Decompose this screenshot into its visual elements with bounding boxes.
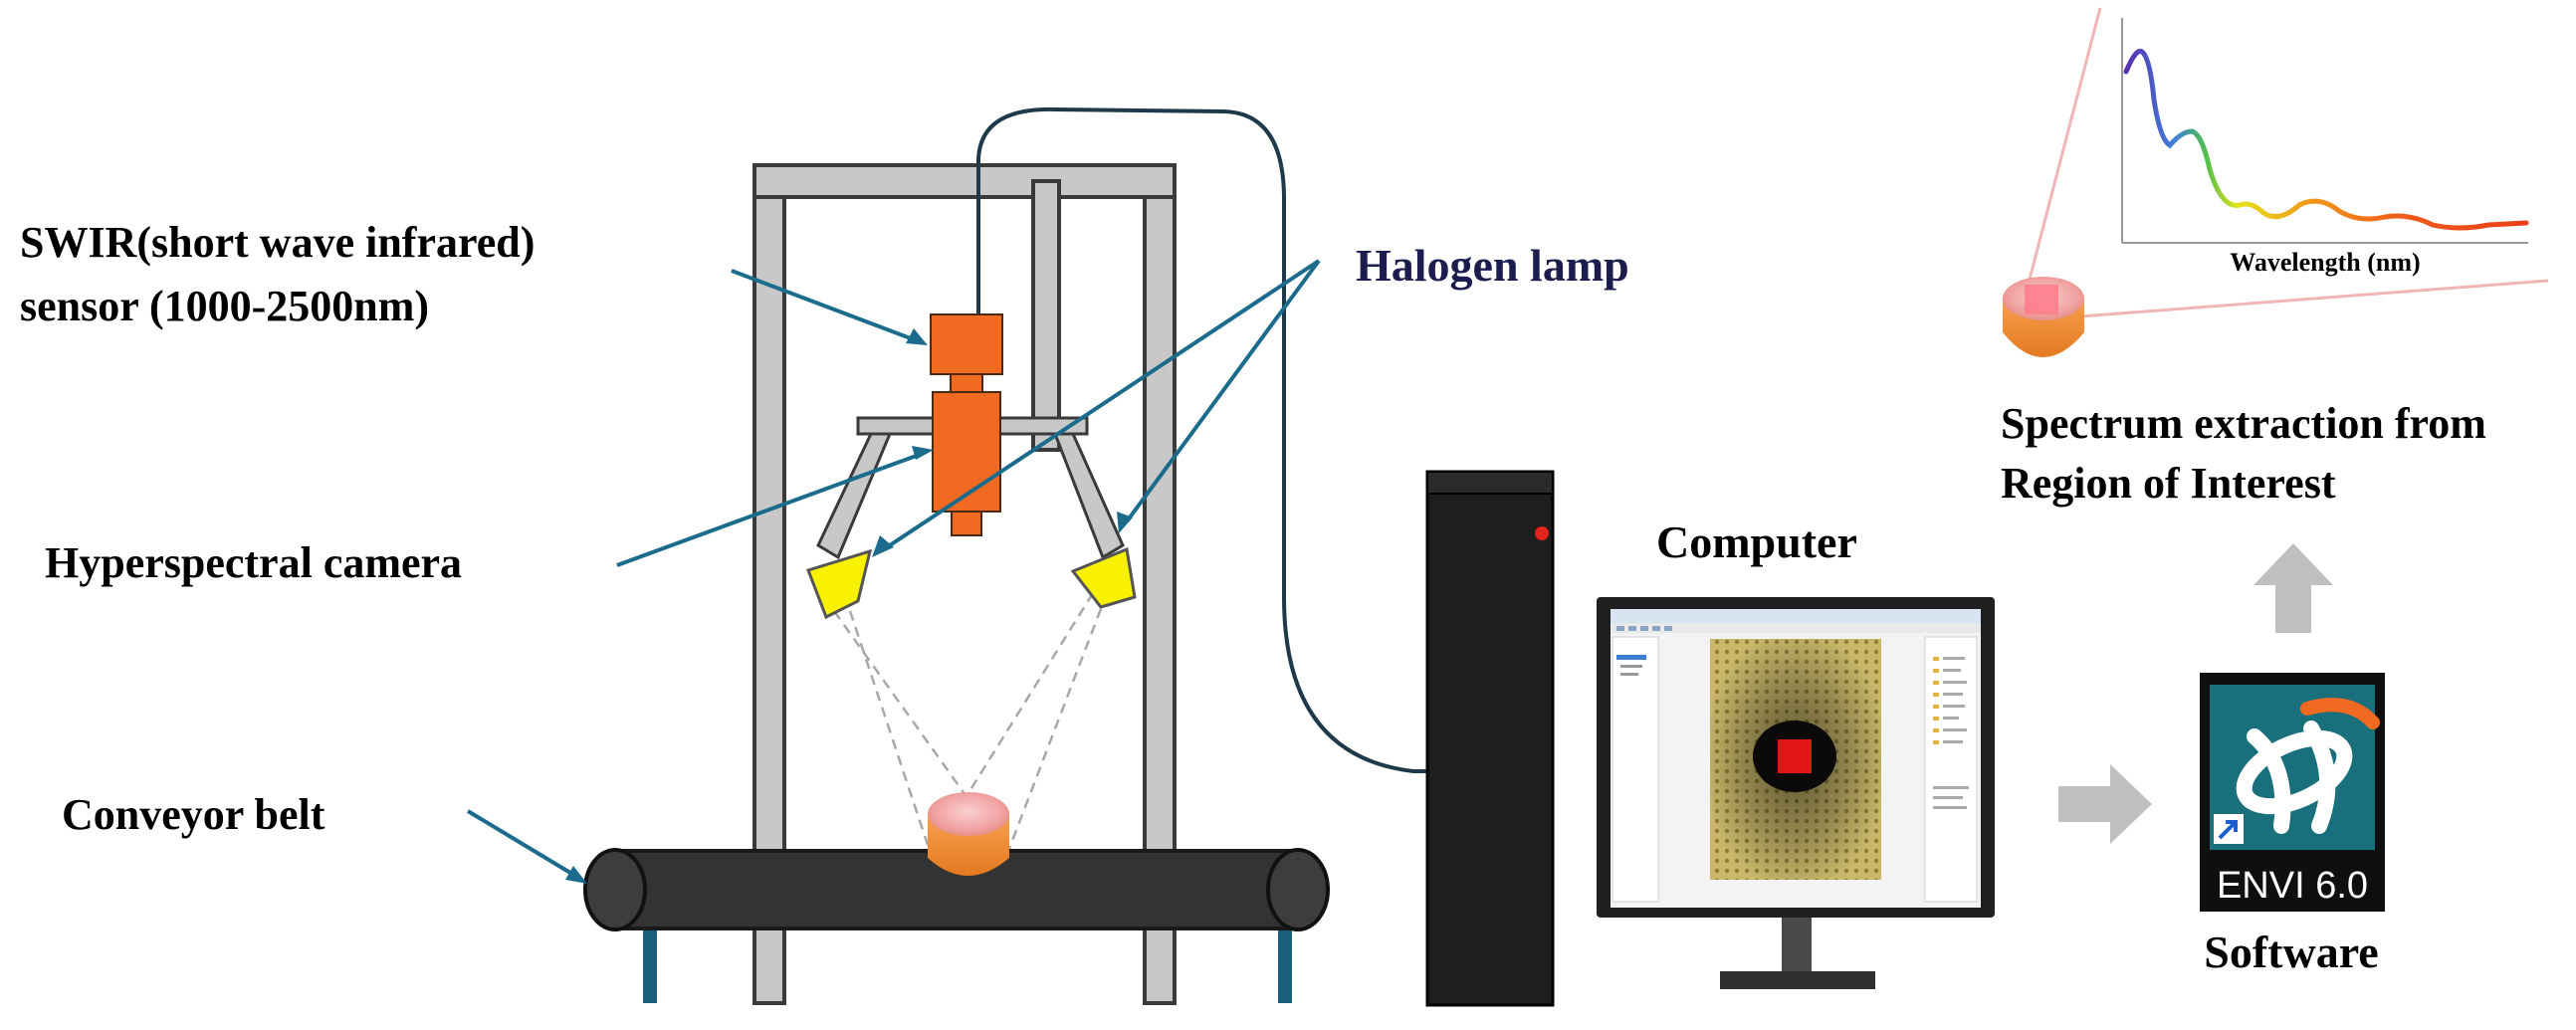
leader-halogen-left	[882, 259, 1321, 551]
roi-projection-rays	[2023, 7, 2549, 318]
halogen-lamp-right	[1070, 546, 1137, 609]
hyperspectral-camera	[932, 391, 1001, 536]
software-label: Software	[2204, 927, 2378, 977]
envi-software-tile: ENVI 6.0	[2200, 673, 2385, 912]
swir-label-line1: SWIR(short wave infrared)	[20, 218, 535, 267]
monitor	[1597, 597, 1995, 989]
conveyor-legs	[643, 930, 1292, 1003]
halogen-lamp-label: Halogen lamp	[1356, 240, 1629, 291]
leader-conveyor	[466, 809, 577, 878]
power-led	[1535, 526, 1549, 540]
envi-logo-icon	[2236, 721, 2353, 834]
computer-tower	[1425, 470, 1555, 1007]
roi-marker	[1778, 739, 1812, 773]
leader-camera	[616, 452, 923, 567]
data-cable	[976, 106, 1429, 773]
leader-halogen-right	[1125, 259, 1321, 523]
arrow-to-software	[2058, 764, 2152, 844]
computer-label: Computer	[1656, 516, 1857, 567]
hyperspectral-camera-label: Hyperspectral camera	[45, 538, 462, 587]
shortcut-arrow-icon	[2214, 814, 2244, 844]
roi-square	[2025, 285, 2058, 314]
leader-swir	[731, 269, 917, 342]
swir-sensor	[930, 313, 1003, 393]
spectrum-chart: Wavelength (nm)	[2121, 18, 2529, 277]
spectrum-curve	[2123, 48, 2529, 231]
arrow-to-spectrum	[2254, 543, 2333, 633]
spectrum-label-line1: Spectrum extraction from	[2001, 399, 2486, 448]
wavelength-axis-label: Wavelength (nm)	[2230, 248, 2420, 277]
leader-arrowheads	[565, 328, 1133, 884]
conveyor-belt-label: Conveyor belt	[62, 790, 325, 839]
leader-lines	[466, 259, 1321, 878]
swir-label-line2: sensor (1000-2500nm)	[20, 282, 429, 330]
spectrum-label-line2: Region of Interest	[2001, 459, 2336, 508]
extracted-sample	[2003, 277, 2084, 357]
sample-on-belt	[928, 792, 1009, 876]
halogen-lamp-left	[806, 548, 873, 620]
envi-version-label: ENVI 6.0	[2217, 865, 2368, 907]
